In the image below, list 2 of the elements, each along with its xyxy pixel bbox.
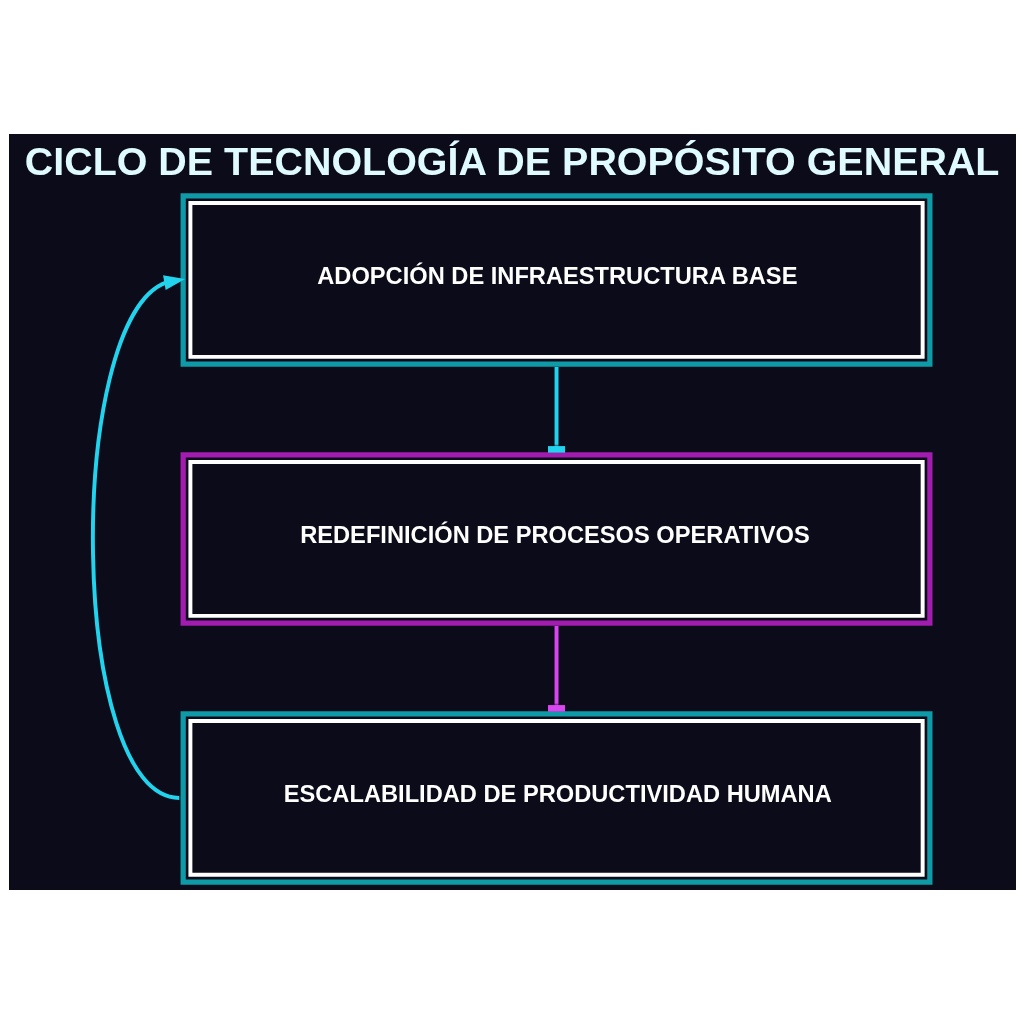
- diagram-title: CICLO DE TECNOLOGÍA DE PROPÓSITO GENERAL: [24, 138, 999, 183]
- arrow: [90, 275, 185, 800]
